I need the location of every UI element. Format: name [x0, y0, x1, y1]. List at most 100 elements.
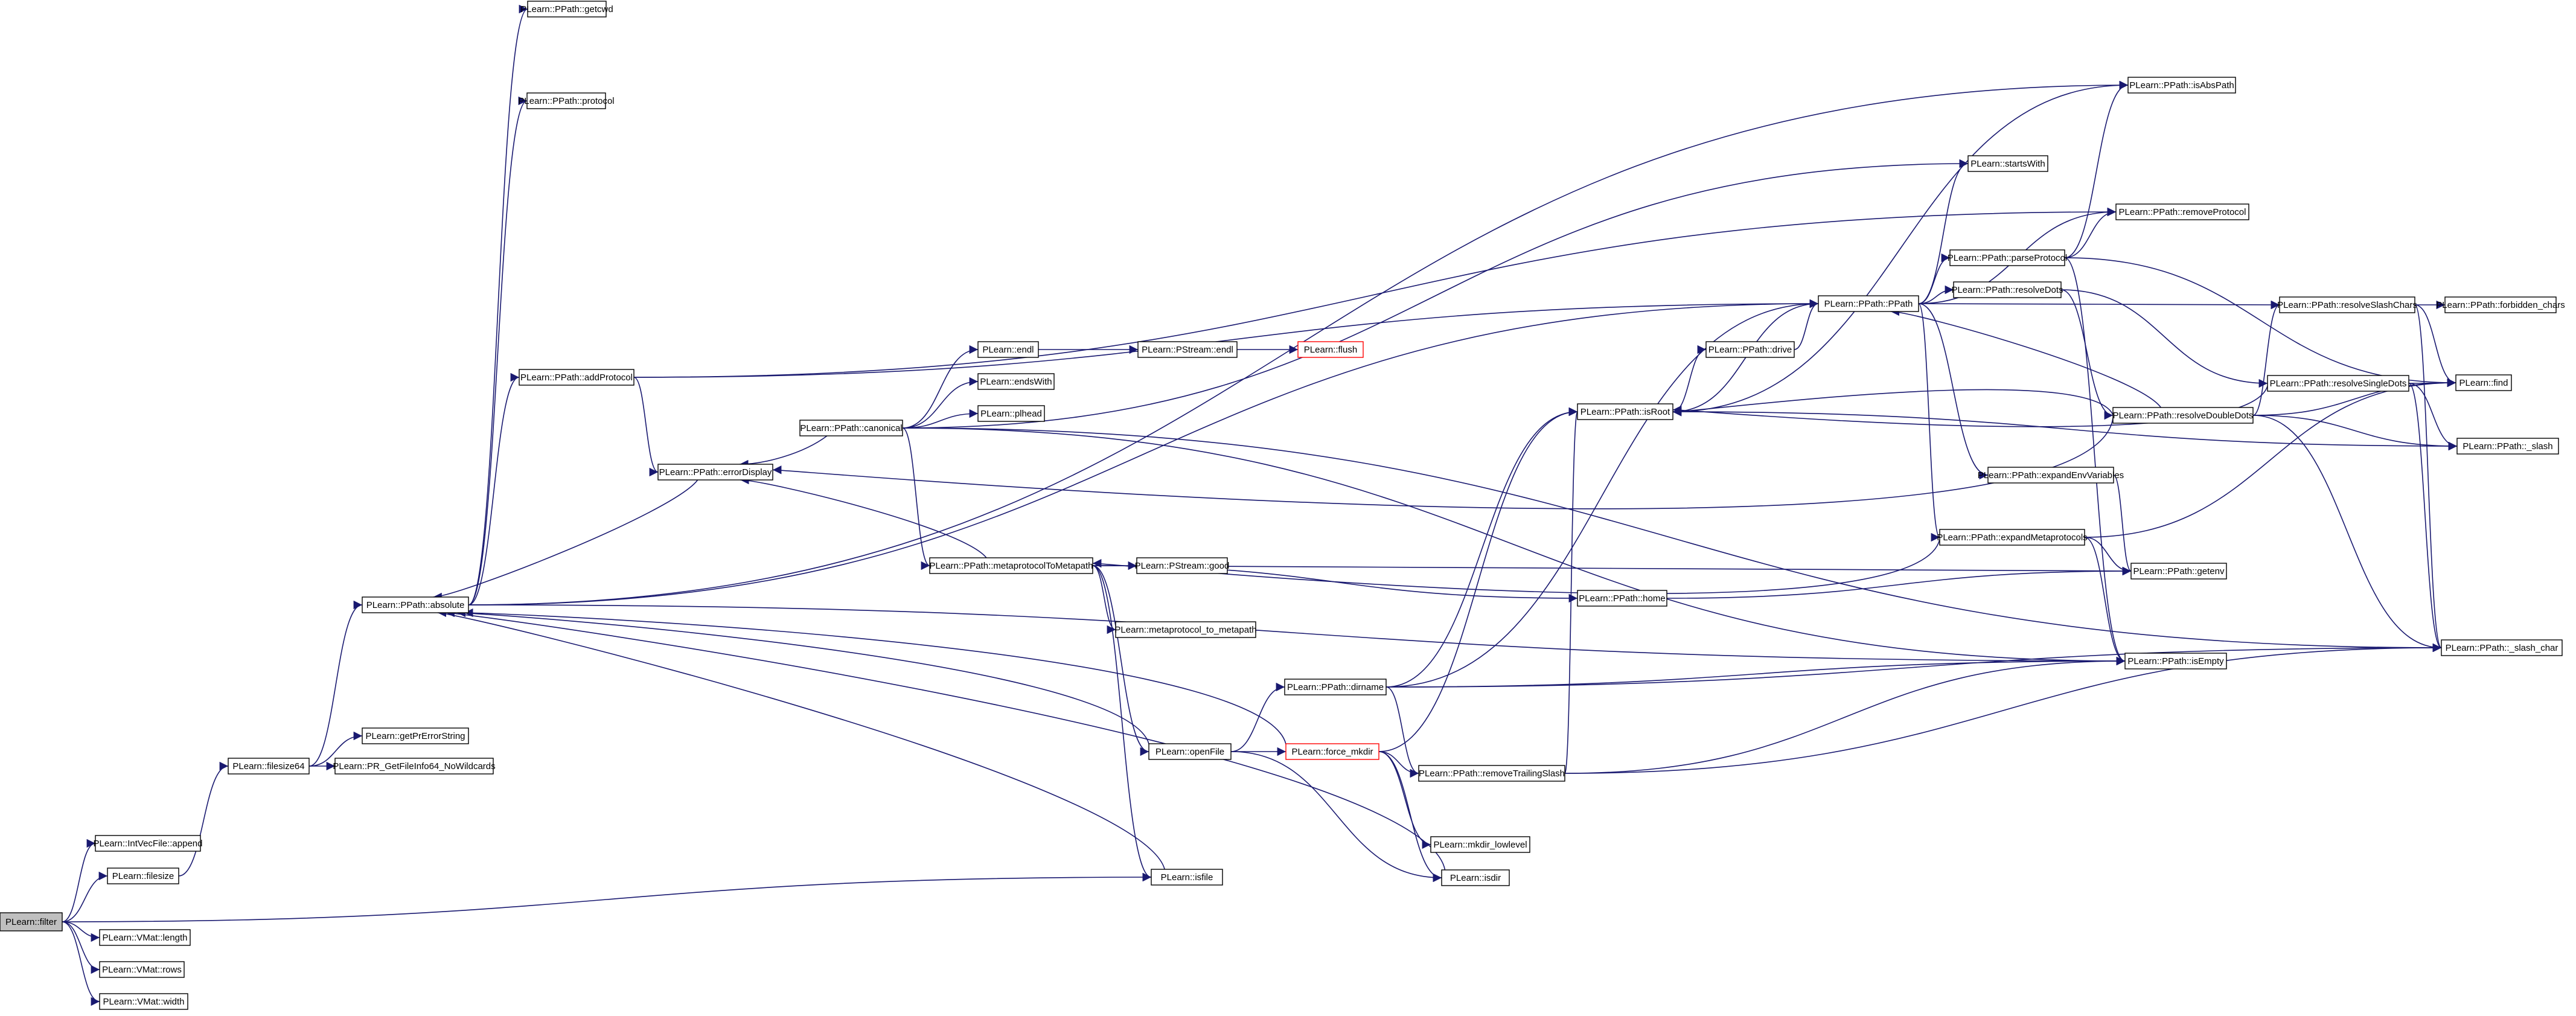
- node-pstreamendl[interactable]: PLearn::PStream::endl: [1137, 341, 1238, 358]
- node-box: [1284, 679, 1387, 695]
- edge-line: [633, 207, 2117, 378]
- edge-canonical-to-plhead: [902, 409, 979, 429]
- edge-metatometapath-to-openfile: [1092, 565, 1149, 756]
- node-filesize64[interactable]: PLearn::filesize64: [228, 758, 310, 775]
- node-getenv[interactable]: PLearn::PPath::getenv: [2130, 563, 2227, 580]
- node-pstreamgood[interactable]: PLearn::PStream::good: [1135, 557, 1230, 574]
- node-absolute[interactable]: PLearn::PPath::absolute: [362, 596, 469, 613]
- node-removetrailing[interactable]: PLearn::PPath::removeTrailingSlash: [1418, 765, 1565, 782]
- edge-resolvedouble-to-find: [2252, 378, 2456, 416]
- node-errordisplay[interactable]: PLearn::PPath::errorDisplay: [657, 464, 773, 481]
- node-label: PLearn::PPath::resolveSlashChars: [2277, 300, 2417, 310]
- edge-line: [772, 418, 2114, 510]
- edge-line: [62, 839, 96, 922]
- node-find[interactable]: PLearn::find: [2455, 374, 2512, 391]
- node-isdir[interactable]: PLearn::isdir: [1441, 869, 1510, 886]
- node-isempty[interactable]: PLearn::PPath::isEmpty: [2124, 653, 2227, 669]
- edge-line: [740, 475, 987, 558]
- node-openfile[interactable]: PLearn::openFile: [1148, 743, 1232, 760]
- node-box: [799, 420, 903, 436]
- edge-line: [446, 608, 1446, 871]
- node-box: [1953, 281, 2062, 298]
- node-vmatlength[interactable]: PLearn::VMat::length: [99, 929, 191, 946]
- node-getcwd[interactable]: PLearn::PPath::getcwd: [520, 1, 613, 18]
- node-box: [2112, 407, 2254, 424]
- node-endl[interactable]: PLearn::endl: [977, 341, 1039, 358]
- edge-line: [633, 377, 659, 477]
- node-parseprotocol[interactable]: PLearn::PPath::parseProtocol: [1948, 249, 2067, 266]
- node-forcemkdir[interactable]: PLearn::force_mkdir: [1285, 743, 1379, 760]
- node-slash[interactable]: PLearn::PPath::_slash: [2456, 438, 2559, 455]
- node-startswith[interactable]: PLearn::startsWith: [1967, 155, 2048, 172]
- node-box: [362, 596, 469, 613]
- node-filter[interactable]: PLearn::filter: [0, 912, 63, 931]
- node-metatometapath[interactable]: PLearn::PPath::metaprotocolToMetapath: [929, 557, 1093, 574]
- edge-ppath-to-startswith: [1918, 159, 1969, 304]
- edge-resolvedots-to-resolvedouble: [2060, 289, 2114, 420]
- edge-resolvedots-to-resolvesingle: [2060, 289, 2268, 388]
- edge-resolvedouble-to-resolveslash: [2252, 300, 2280, 416]
- node-plhead[interactable]: PLearn::plhead: [977, 405, 1045, 422]
- edge-line: [740, 435, 828, 469]
- node-vmatrows[interactable]: PLearn::VMat::rows: [99, 961, 185, 978]
- node-label: PLearn::PStream::good: [1135, 561, 1230, 571]
- node-resolvedots[interactable]: PLearn::PPath::resolveDots: [1951, 281, 2063, 298]
- node-label: PLearn::PPath::addProtocol: [520, 372, 633, 383]
- node-drive[interactable]: PLearn::PPath::drive: [1705, 341, 1795, 358]
- node-removeprotocol[interactable]: PLearn::PPath::removeProtocol: [2115, 203, 2249, 220]
- edge-expandmeta-to-isempty: [2084, 537, 2126, 666]
- edge-resolvesingle-to-slash: [2408, 383, 2458, 451]
- node-ppath[interactable]: PLearn::PPath::PPath: [1818, 295, 1919, 312]
- node-isfile[interactable]: PLearn::isfile: [1151, 869, 1223, 886]
- node-forbidden[interactable]: PLearn::PPath::forbidden_chars: [2436, 296, 2565, 313]
- node-label: PLearn::PPath::protocol: [518, 96, 614, 106]
- node-expandenv[interactable]: PLearn::PPath::expandEnvVariables: [1978, 467, 2124, 484]
- edge-line: [2064, 207, 2117, 258]
- node-addprotocol[interactable]: PLearn::PPath::addProtocol: [519, 369, 634, 386]
- edge-absolute-to-getcwd: [468, 5, 528, 605]
- node-vmatwidth[interactable]: PLearn::VMat::width: [99, 993, 188, 1010]
- node-getprerror[interactable]: PLearn::getPrErrorString: [362, 727, 469, 744]
- node-resolvedouble[interactable]: PLearn::PPath::resolveDoubleDots: [2112, 407, 2254, 424]
- node-isabspath[interactable]: PLearn::PPath::isAbsPath: [2127, 77, 2236, 94]
- node-label: PLearn::PPath::resolveDots: [1951, 285, 2063, 295]
- node-label: PLearn::flush: [1304, 345, 1357, 355]
- node-mkdirlow[interactable]: PLearn::mkdir_lowlevel: [1430, 836, 1530, 853]
- edge-line: [1918, 303, 1989, 480]
- edge-openfile-to-dirname: [1230, 682, 1285, 752]
- edge-line: [902, 427, 2126, 666]
- edge-line: [2060, 289, 2114, 420]
- node-label: PLearn::find: [2459, 378, 2508, 388]
- node-resolvesingle[interactable]: PLearn::PPath::resolveSingleDots: [2267, 375, 2409, 392]
- node-dirname[interactable]: PLearn::PPath::dirname: [1284, 679, 1387, 695]
- node-filesize[interactable]: PLearn::filesize: [107, 867, 179, 884]
- node-canonical[interactable]: PLearn::PPath::canonical: [799, 420, 903, 436]
- node-box: [1148, 743, 1232, 760]
- node-expandmeta[interactable]: PLearn::PPath::expandMetaprotocols: [1937, 529, 2088, 546]
- node-flush[interactable]: PLearn::flush: [1297, 341, 1364, 358]
- edge-line: [1385, 299, 1819, 688]
- node-metaproto[interactable]: PLearn::metaprotocol_to_metapath: [1114, 621, 1257, 638]
- node-resolveslash[interactable]: PLearn::PPath::resolveSlashChars: [2277, 296, 2417, 313]
- node-box: [977, 341, 1039, 358]
- node-box: [99, 961, 185, 978]
- node-box: [657, 464, 773, 481]
- edge-line: [1385, 656, 2126, 688]
- edge-line: [1092, 565, 2132, 576]
- node-endswith[interactable]: PLearn::endsWith: [977, 373, 1055, 390]
- node-box: [1297, 341, 1364, 358]
- node-isroot[interactable]: PLearn::PPath::isRoot: [1577, 403, 1673, 420]
- node-box: [1136, 557, 1228, 574]
- node-label: PLearn::PPath::resolveSingleDots: [2270, 379, 2407, 389]
- node-slashchar[interactable]: PLearn::PPath::_slash_char: [2441, 639, 2563, 656]
- edge-ppath-to-expandmeta: [1918, 303, 1940, 542]
- edge-line: [1918, 303, 1940, 542]
- node-prgetfile[interactable]: PLearn::PR_GetFileInfo64_NoWildcards: [333, 758, 496, 775]
- node-home[interactable]: PLearn::PPath::home: [1577, 590, 1667, 607]
- node-protocol[interactable]: PLearn::PPath::protocol: [518, 92, 615, 109]
- node-intvecappend[interactable]: PLearn::IntVecFile::append: [94, 835, 203, 852]
- node-label: PLearn::endsWith: [980, 377, 1052, 387]
- edge-line: [2252, 378, 2456, 416]
- edge-line: [437, 608, 1165, 870]
